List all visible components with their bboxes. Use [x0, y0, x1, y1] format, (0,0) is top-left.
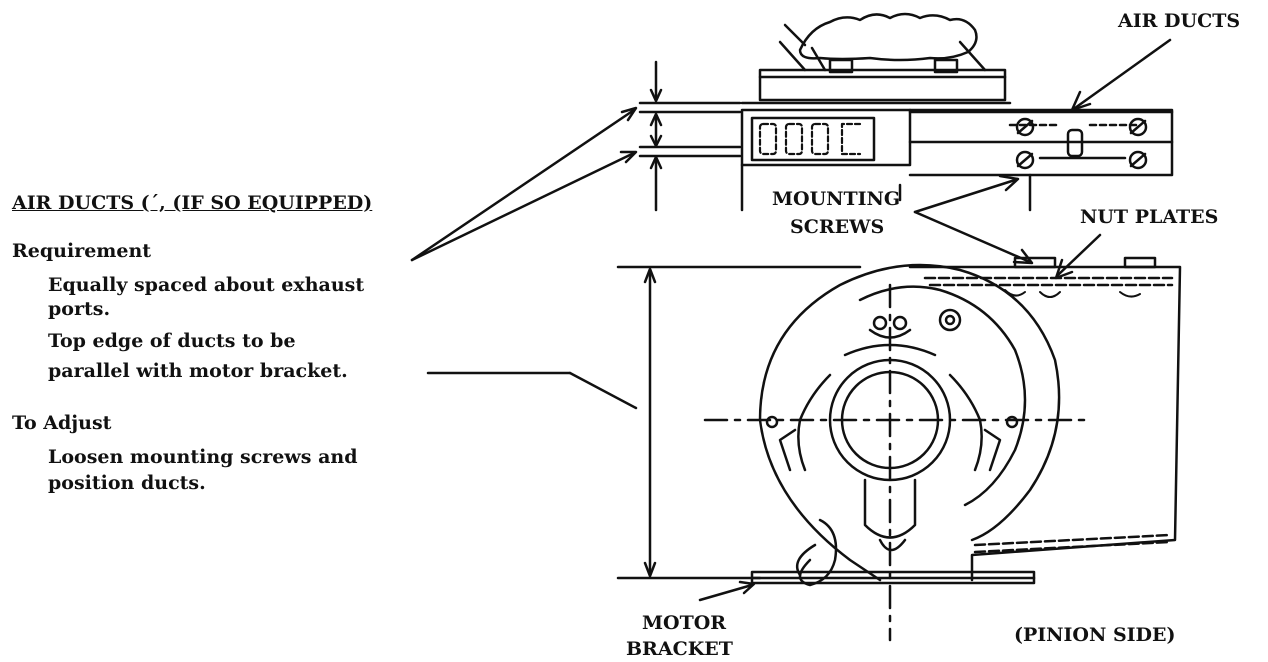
requirement-line: parallel with motor bracket. [48, 360, 348, 382]
wavy-cover [800, 14, 976, 60]
nut-plates-label: NUT PLATES [1080, 206, 1219, 228]
requirement-line: Top edge of ducts to be [48, 330, 296, 352]
requirement-line: ports. [48, 298, 111, 320]
motor-top-body [760, 70, 1005, 100]
motor-bracket-label: BRACKET [626, 638, 733, 660]
cover-hinge [785, 25, 825, 70]
exhaust-port-box [742, 110, 910, 165]
note-leaders [412, 108, 636, 408]
mounting-screws-label: MOUNTING [772, 188, 901, 210]
motor-bracket-label: MOTOR [642, 612, 727, 634]
air-ducts-label: AIR DUCTS [1118, 10, 1241, 32]
notes-heading: AIR DUCTS (´, (IF SO EQUIPPED) [12, 192, 373, 214]
motor-bracket [752, 572, 1034, 583]
spacing-dimension [640, 62, 740, 210]
requirement-line: Equally spaced about exhaust [48, 274, 365, 296]
requirement-title: Requirement [12, 240, 152, 262]
callout-arrows [915, 40, 1170, 278]
top-lug-right [935, 60, 957, 72]
pinion-side-label: (PINION SIDE) [1014, 624, 1176, 646]
digit-window [752, 118, 874, 160]
top-lug-left [830, 60, 852, 72]
mounting-screws-label: SCREWS [790, 216, 885, 238]
air-duct-top [910, 110, 1172, 175]
top-view [742, 14, 1172, 210]
front-view [618, 258, 1180, 640]
adjust-line: position ducts. [48, 472, 206, 494]
adjust-line: Loosen mounting screws and [48, 446, 358, 468]
adjust-title: To Adjust [12, 412, 112, 434]
